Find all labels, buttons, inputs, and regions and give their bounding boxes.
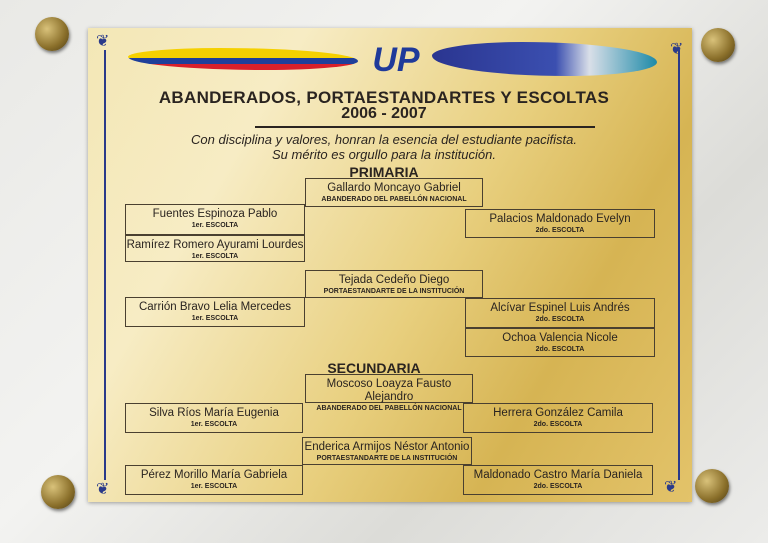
ornament-icon: ❦ xyxy=(670,41,684,58)
student-role: PORTAESTANDARTE DE LA INSTITUCIÓN xyxy=(316,455,458,462)
primaria-entry: Ochoa Valencia Nicole 2do. ESCOLTA xyxy=(465,328,655,357)
student-name: Ochoa Valencia Nicole xyxy=(502,332,618,344)
left-border-line xyxy=(104,50,106,480)
student-role: PORTAESTANDARTE DE LA INSTITUCIÓN xyxy=(323,288,465,295)
student-name: Silva Ríos María Eugenia xyxy=(149,407,279,419)
student-name: Moscoso Loayza Fausto Alejandro xyxy=(326,378,452,403)
student-role: 1er. ESCOLTA xyxy=(191,222,239,229)
student-name: Alcívar Espinel Luis Andrés xyxy=(490,302,630,314)
student-role: 2do. ESCOLTA xyxy=(535,346,585,353)
section-heading-primaria: PRIMARIA xyxy=(349,164,419,180)
screw-top-left xyxy=(35,17,69,51)
ornament-icon: ❦ xyxy=(96,481,110,498)
student-role: 1er. ESCOLTA xyxy=(190,483,238,490)
student-role: ABANDERADO DEL PABELLÓN NACIONAL xyxy=(321,196,467,203)
primaria-entry: Ramírez Romero Ayurami Lourdes 1er. ESCOL… xyxy=(125,235,305,262)
plaque xyxy=(88,28,692,502)
student-name: Fuentes Espinoza Pablo xyxy=(152,208,278,220)
student-role: 1er. ESCOLTA xyxy=(190,421,238,428)
secundaria-entry: Silva Ríos María Eugenia 1er. ESCOLTA xyxy=(125,403,303,433)
motto-line-1: Con disciplina y valores, honran la esen… xyxy=(191,132,577,147)
title-divider xyxy=(255,126,595,128)
section-heading-secundaria: SECUNDARIA xyxy=(327,360,421,376)
motto-line-2: Su mérito es orgullo para la institución… xyxy=(271,147,496,162)
plaque-years: 2006 - 2007 xyxy=(341,105,427,122)
primaria-entry: Palacios Maldonado Evelyn 2do. ESCOLTA xyxy=(465,209,655,238)
plaque-title: ABANDERADOS, PORTAESTANDARTES Y ESCOLTAS xyxy=(158,88,610,107)
logo: UP xyxy=(372,41,420,79)
student-name: Ramírez Romero Ayurami Lourdes xyxy=(126,239,304,251)
student-role: 1er. ESCOLTA xyxy=(191,253,239,260)
primaria-entry: Alcívar Espinel Luis Andrés 2do. ESCOLTA xyxy=(465,298,655,328)
student-name: Palacios Maldonado Evelyn xyxy=(489,213,631,225)
student-name: Enderica Armijos Néstor Antonio xyxy=(304,441,470,453)
student-role: ABANDERADO DEL PABELLÓN NACIONAL xyxy=(316,405,462,412)
flag-ecuador-banner xyxy=(128,48,358,70)
secundaria-entry: Herrera González Camila 2do. ESCOLTA xyxy=(463,403,653,433)
student-role: 2do. ESCOLTA xyxy=(535,227,585,234)
student-role: 2do. ESCOLTA xyxy=(535,316,585,323)
student-name: Carrión Bravo Lelia Mercedes xyxy=(138,301,292,313)
ornament-icon: ❦ xyxy=(664,479,678,496)
student-name: Maldonado Castro María Daniela xyxy=(473,469,643,481)
right-border-line xyxy=(678,50,680,480)
screw-top-right xyxy=(701,28,735,62)
secundaria-entry: Maldonado Castro María Daniela 2do. ESCOL… xyxy=(463,465,653,495)
student-name: Herrera González Camila xyxy=(493,407,623,419)
secundaria-entry: Pérez Morillo María Gabriela 1er. ESCOLTA xyxy=(125,465,303,495)
student-role: 2do. ESCOLTA xyxy=(533,421,583,428)
student-role: 1er. ESCOLTA xyxy=(191,315,239,322)
primaria-entry: Fuentes Espinoza Pablo 1er. ESCOLTA xyxy=(125,204,305,235)
screw-bottom-right xyxy=(695,469,729,503)
student-role: 2do. ESCOLTA xyxy=(533,483,583,490)
screw-bottom-left xyxy=(41,475,75,509)
ornament-icon: ❦ xyxy=(96,33,110,50)
student-name: Gallardo Moncayo Gabriel xyxy=(327,182,461,194)
primaria-entry: Carrión Bravo Lelia Mercedes 1er. ESCOLTA xyxy=(125,297,305,327)
student-name: Tejada Cedeño Diego xyxy=(338,274,450,286)
student-name: Pérez Morillo María Gabriela xyxy=(140,469,288,481)
